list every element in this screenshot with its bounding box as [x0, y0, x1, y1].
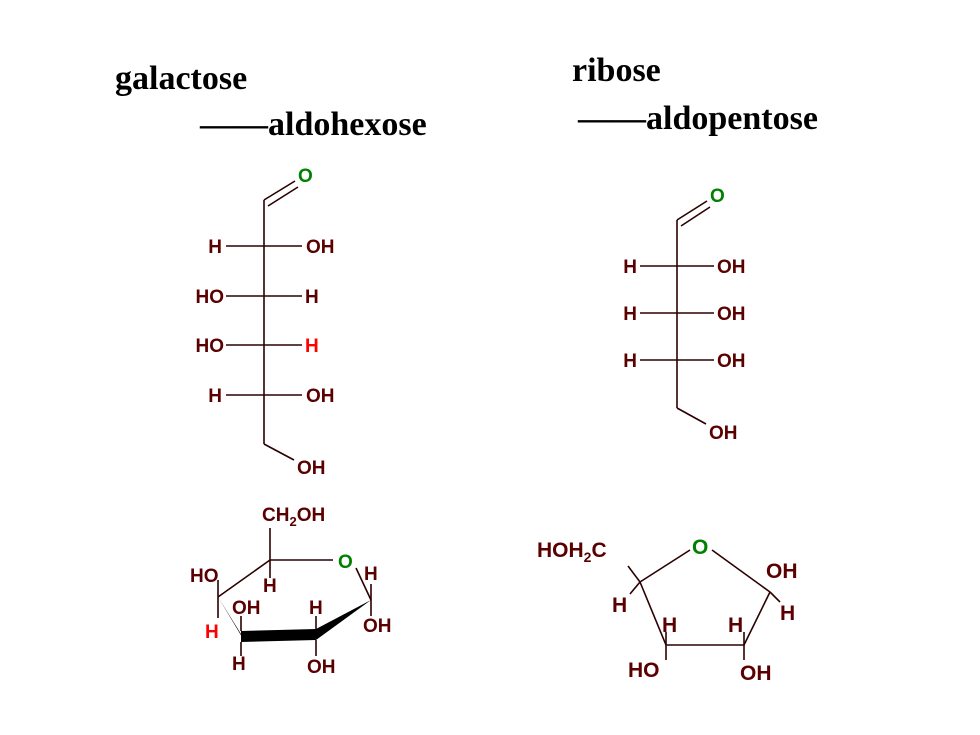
gal-fischer-carbonyl-o: O	[298, 166, 313, 187]
gal-haworth-front-bond-c3-c2	[241, 629, 316, 642]
rib-haworth-c1-down	[769, 591, 781, 603]
rib-fischer-terminal-bond	[676, 407, 707, 425]
rib-haworth-c2-h: H	[728, 614, 743, 637]
rib-fischer-row3-left: H	[623, 351, 637, 372]
gal-fischer-row3-left: HO	[196, 336, 225, 357]
rib-fischer-row1-right: OH	[717, 257, 746, 278]
gal-haworth-c3-h: H	[232, 654, 246, 675]
rib-haworth-c4-down	[629, 581, 641, 595]
gal-haworth-front-bond-c2-c1	[316, 600, 371, 640]
gal-fischer-row3-right: H	[305, 336, 319, 357]
rib-fischer-aldehyde-bond-1	[676, 200, 708, 221]
rib-fischer-terminal-oh: OH	[709, 423, 738, 444]
rib-haworth-ring-o: O	[692, 536, 708, 559]
rib-fischer-row1-left: H	[623, 257, 637, 278]
gal-haworth-c1-oh: OH	[363, 616, 392, 637]
gal-haworth-ch2oh: CH2OH	[262, 505, 325, 529]
gal-fischer-row4-right: OH	[306, 386, 335, 407]
galactose-fischer-projection: O H OH HO H HO H H OH OH	[196, 166, 335, 479]
rib-haworth-c1-h: H	[780, 602, 795, 625]
gal-haworth-ring-o: O	[338, 552, 353, 573]
galactose-haworth-projection: CH2OH O HO H H OH H H OH H OH	[190, 505, 392, 678]
rib-fischer-carbonyl-o: O	[710, 186, 725, 207]
gal-fischer-aldehyde-bond-2	[267, 186, 299, 207]
rib-haworth-c4-c3-bond	[639, 581, 667, 646]
gal-haworth-o-c1-bond	[355, 567, 372, 601]
rib-haworth-c4-o-bond	[639, 549, 691, 583]
gal-fischer-terminal-oh: OH	[297, 458, 326, 479]
rib-haworth-c2-oh: OH	[740, 662, 772, 685]
title-aldopentose: ——aldopentose	[578, 100, 818, 137]
gal-haworth-c3-oh: OH	[232, 598, 261, 619]
gal-fischer-row2-right: H	[305, 287, 319, 308]
ribose-haworth-projection: HOH2C O OH H H H H HO OH	[537, 536, 798, 685]
gal-haworth-c1-h: H	[364, 564, 378, 585]
rib-fischer-row2-right: OH	[717, 304, 746, 325]
rib-haworth-c4-h: H	[612, 594, 627, 617]
gal-haworth-c2-h: H	[309, 598, 323, 619]
gal-haworth-c5-c4-bond	[217, 559, 271, 598]
gal-haworth-c4-h: H	[205, 622, 219, 643]
rib-fischer-row2-left: H	[623, 304, 637, 325]
gal-fischer-row1-right: OH	[306, 237, 335, 258]
rib-haworth-c2-c1-bond	[743, 591, 771, 646]
rib-haworth-c3-ho: HO	[628, 659, 660, 682]
gal-fischer-row2-left: HO	[196, 287, 225, 308]
title-galactose: galactose	[115, 60, 248, 97]
gal-fischer-row1-left: H	[208, 237, 222, 258]
gal-haworth-front-bond-c4-c3	[218, 597, 245, 642]
rib-haworth-hoh2c: HOH2C	[537, 539, 607, 565]
ribose-fischer-projection: O H OH H OH H OH OH	[623, 186, 745, 444]
rib-haworth-c4-ch2-bond	[627, 565, 641, 583]
gal-haworth-c2-oh: OH	[307, 657, 336, 678]
rib-haworth-c1-oh: OH	[766, 560, 798, 583]
rib-fischer-aldehyde-bond-2	[680, 206, 711, 227]
gal-haworth-c5-h: H	[263, 576, 277, 597]
rib-haworth-o-c1-bond	[711, 549, 771, 593]
rib-fischer-row3-right: OH	[717, 351, 746, 372]
rib-haworth-c3-h: H	[662, 614, 677, 637]
gal-haworth-c4-ho: HO	[190, 566, 219, 587]
title-ribose: ribose	[572, 52, 661, 89]
gal-fischer-row4-left: H	[208, 386, 222, 407]
gal-fischer-terminal-bond	[263, 443, 295, 461]
gal-fischer-aldehyde-bond-1	[263, 180, 296, 201]
title-aldohexose: ——aldohexose	[200, 106, 427, 143]
